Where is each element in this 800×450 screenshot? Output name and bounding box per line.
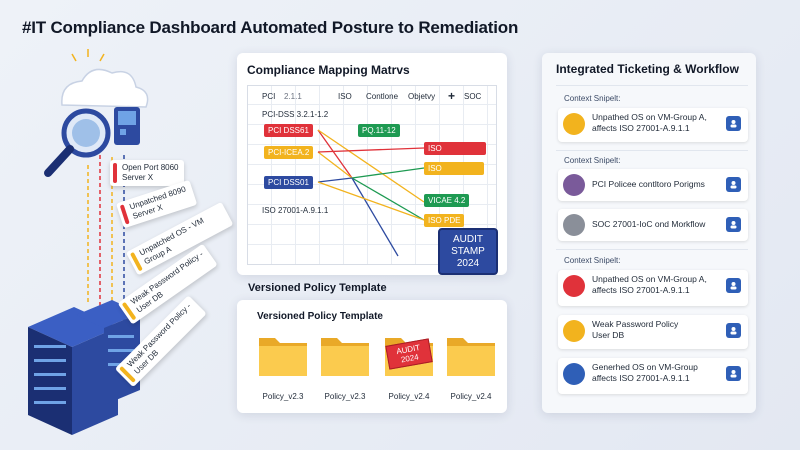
folder-label: Policy_v2.3 <box>324 392 366 401</box>
page-title: #IT Compliance Dashboard Automated Postu… <box>22 18 519 37</box>
ticket-item[interactable]: Unpathed OS on VM-Group A, affects ISO 2… <box>558 108 748 142</box>
matrix-row-label-iso: ISO 27001-A.9.1.1 <box>262 206 329 215</box>
ticket-text: PCI Policee contltoro Porigms <box>592 179 705 189</box>
divider <box>556 249 748 250</box>
context-label: Context Snipelt: <box>564 256 621 265</box>
matrix-header-plus: + <box>448 89 456 103</box>
ticket-text: SOC 27001-IoC ond Morkflow <box>592 219 706 229</box>
user-icon[interactable] <box>726 177 741 192</box>
avatar <box>563 363 585 385</box>
user-icon[interactable] <box>726 323 741 338</box>
context-label: Context Snipelt: <box>564 156 621 165</box>
glow-rays <box>71 49 105 62</box>
ticket-text: Unpathed OS on VM-Group A, affects ISO 2… <box>592 274 707 295</box>
ticket-text: Generhed OS on VM-Group affects ISO 2700… <box>592 362 698 383</box>
alert-open-port[interactable]: Open Port 8060 Server X <box>110 160 185 186</box>
magnifier-icon <box>44 108 111 177</box>
matrix-header-extra: 2.1.1 <box>284 92 302 101</box>
avatar <box>563 174 585 196</box>
matrix-header-contlone: Contlone <box>366 92 399 101</box>
folder-icon[interactable] <box>319 330 371 378</box>
folder-icon[interactable] <box>445 330 497 378</box>
versioned-policy-heading: Versioned Policy Template <box>248 282 387 294</box>
audit-stamp: AUDIT STAMP 2024 <box>438 228 498 275</box>
avatar <box>563 275 585 297</box>
folder-label: Policy_v2.3 <box>262 392 304 401</box>
right-chip-iso-pde[interactable]: ISO PDE <box>424 214 465 227</box>
ticket-item[interactable]: SOC 27001-IoC ond Morkflow <box>558 209 748 241</box>
folder-label: Policy_v2.4 <box>450 392 492 401</box>
avatar <box>563 214 585 236</box>
matrix-row-label-pci: PCI-DSS 3.2.1-1.2 <box>262 110 329 119</box>
matrix-header-soc: SOC <box>464 92 482 101</box>
infrastructure-svg <box>28 49 149 435</box>
user-icon[interactable] <box>726 217 741 232</box>
folder-icon[interactable] <box>257 330 309 378</box>
ticket-text: Weak Password Policy User DB <box>592 319 679 340</box>
ticketing-title: Integrated Ticketing & Workflow <box>556 62 739 76</box>
infrastructure-illustration: Open Port 8060 Server X Unpatched 8090 S… <box>0 45 240 450</box>
right-chip-vicae[interactable]: VICAE 4.2 <box>424 194 470 207</box>
cloud-icon <box>61 68 149 108</box>
user-icon[interactable] <box>726 278 741 293</box>
context-label: Context Snipelt: <box>564 94 621 103</box>
ticket-item[interactable]: PCI Policee contltoro Porigms <box>558 169 748 201</box>
user-icon[interactable] <box>726 116 741 131</box>
user-icon[interactable] <box>726 366 741 381</box>
ticketing-panel: Integrated Ticketing & Workflow Context … <box>542 53 756 413</box>
folder-label: Policy_v2.4 <box>388 392 430 401</box>
avatar <box>563 320 585 342</box>
compliance-mapping-card: Compliance Mapping Matrvs PCI 2.1.1 ISO … <box>237 53 507 275</box>
left-chip-pci-dss61[interactable]: PCI DSS61 <box>264 124 313 137</box>
avatar <box>563 113 585 135</box>
policy-template-card: Versioned Policy Template AUDIT 2024 Pol… <box>237 300 507 413</box>
divider <box>556 150 748 151</box>
ticket-item[interactable]: Unpathed OS on VM-Group A, affects ISO 2… <box>558 270 748 306</box>
ticket-item[interactable]: Weak Password Policy User DB <box>558 315 748 349</box>
divider <box>556 85 748 86</box>
left-chip-pci-dss01[interactable]: PCI DSS01 <box>264 176 313 189</box>
right-chip-iso-red[interactable]: ISO <box>424 142 486 155</box>
template-title: Versioned Policy Template <box>257 311 383 322</box>
right-chip-iso-yellow[interactable]: ISO <box>424 162 484 175</box>
mapping-lines <box>317 129 425 257</box>
left-chip-pci-icea[interactable]: PCI-ICEA.2 <box>264 146 314 159</box>
ticket-item[interactable]: Generhed OS on VM-Group affects ISO 2700… <box>558 358 748 394</box>
ticket-text: Unpathed OS on VM-Group A, affects ISO 2… <box>592 112 707 133</box>
matrix-header-pci: PCI <box>262 92 276 101</box>
mapping-title: Compliance Mapping Matrvs <box>247 63 410 77</box>
matrix-header-iso: ISO <box>338 92 352 101</box>
right-chip-pq[interactable]: PQ.11-12 <box>358 124 400 137</box>
matrix-header-objetvy: Objetvy <box>408 92 436 101</box>
monitor-icon <box>114 107 140 145</box>
